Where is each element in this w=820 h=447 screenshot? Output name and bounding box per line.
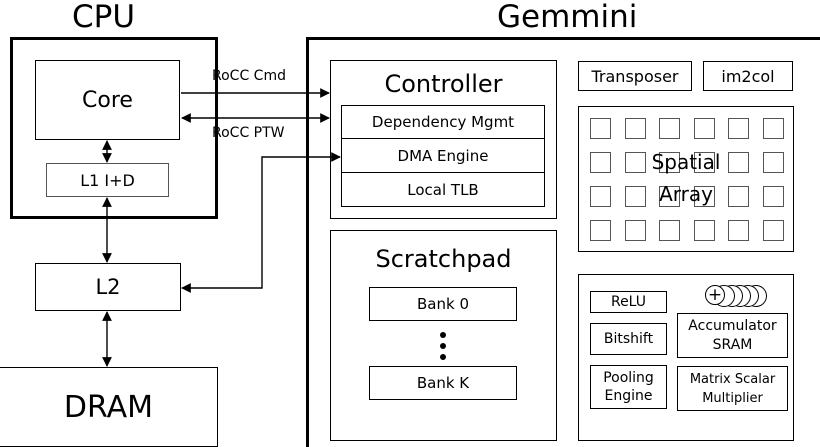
controller-item: Dependency Mgmt <box>341 105 545 139</box>
processing-element <box>659 118 680 139</box>
controller-title: Controller <box>384 70 503 98</box>
processing-element <box>624 220 646 241</box>
cpu-title: CPU <box>72 0 136 35</box>
scalar-label-line2: Multiplier <box>702 390 763 406</box>
l1-cache-label: L1 I+D <box>80 170 135 190</box>
processing-element <box>762 152 784 173</box>
pooling-label-line2: Engine <box>604 388 653 404</box>
spatial-array-label-line1: Spatial <box>651 150 721 174</box>
transposer-block: Transposer <box>578 61 692 91</box>
l2-label: L2 <box>95 275 121 299</box>
scalar-label-line1: Matrix Scalar <box>689 371 776 387</box>
processing-element <box>693 186 715 207</box>
core-label: Core <box>82 87 133 113</box>
processing-element <box>728 220 749 241</box>
processing-element <box>624 186 646 207</box>
processing-element <box>590 118 611 139</box>
adder-stack-icon: + <box>705 284 767 308</box>
processing-element <box>728 152 749 173</box>
gemmini-title: Gemmini <box>497 0 638 35</box>
processing-element <box>659 186 680 207</box>
relu-block: ReLU <box>590 291 667 313</box>
processing-element <box>728 118 749 139</box>
core-block: Core <box>35 60 180 140</box>
rocc-cmd-label: RoCC Cmd <box>212 68 286 84</box>
spatial-array-label-line2: Array <box>659 182 713 206</box>
rocc-ptw-label: RoCC PTW <box>212 125 285 141</box>
processing-element <box>590 152 611 173</box>
bitshift-block: Bitshift <box>590 323 667 355</box>
processing-element <box>693 220 715 241</box>
matrix-scalar-multiplier-block: Matrix Scalar Multiplier <box>677 366 788 411</box>
pooling-label-line1: Pooling <box>603 370 654 386</box>
processing-element <box>693 118 715 139</box>
processing-element <box>590 220 611 241</box>
processing-element <box>590 186 611 207</box>
bank-ellipsis <box>440 332 446 362</box>
accumulator-label-line1: Accumulator <box>688 317 777 334</box>
processing-element <box>762 118 784 139</box>
processing-element <box>728 186 749 207</box>
scratchpad-title: Scratchpad <box>375 245 512 273</box>
processing-element <box>624 152 646 173</box>
l1-cache-block: L1 I+D <box>46 163 169 197</box>
accumulator-sram-block: Accumulator SRAM <box>677 313 788 358</box>
accumulator-label-line2: SRAM <box>712 336 753 353</box>
bank-first: Bank 0 <box>369 287 517 321</box>
dram-label: DRAM <box>63 389 154 425</box>
spatial-array-block <box>578 106 794 252</box>
controller-item: DMA Engine <box>341 139 545 173</box>
processing-element <box>659 220 680 241</box>
processing-element <box>693 152 715 173</box>
l2-block: L2 <box>35 263 181 311</box>
dram-block: DRAM <box>0 367 218 447</box>
processing-element <box>624 118 646 139</box>
processing-element <box>659 152 680 173</box>
processing-element <box>762 220 784 241</box>
processing-element <box>762 186 784 207</box>
controller-item: Local TLB <box>341 173 545 207</box>
im2col-block: im2col <box>703 61 793 91</box>
pooling-engine-block: Pooling Engine <box>590 365 667 409</box>
adder-symbol: + <box>705 285 725 305</box>
bank-last: Bank K <box>369 366 517 400</box>
